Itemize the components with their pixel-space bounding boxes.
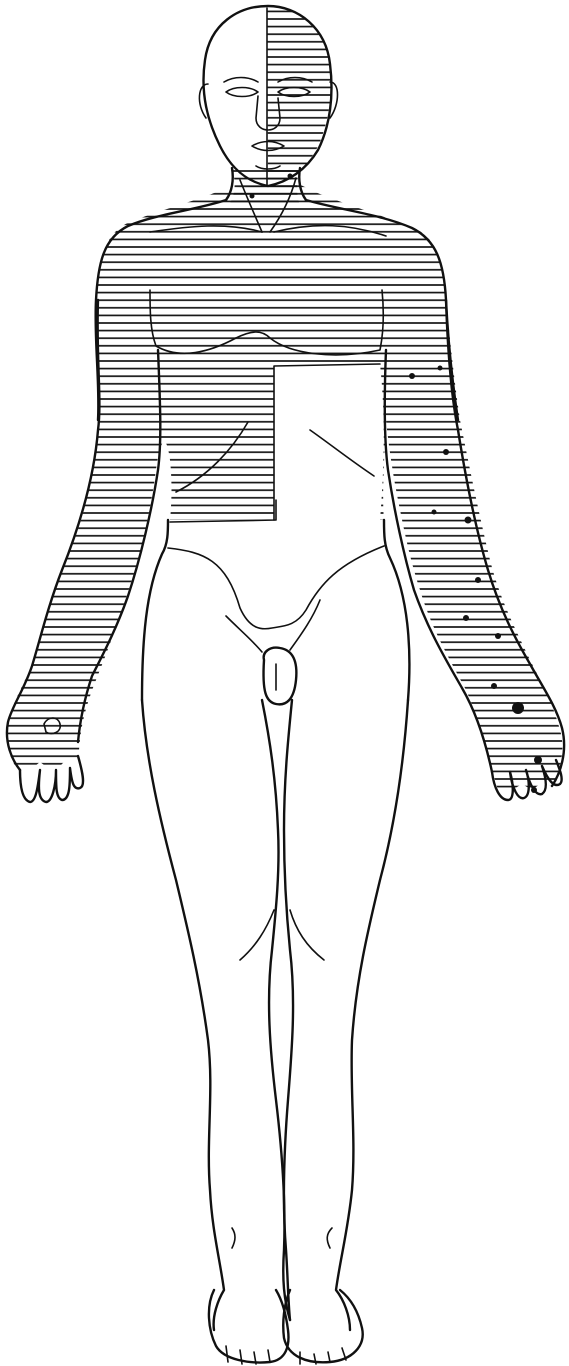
lesion-spot: [463, 615, 469, 621]
inguinal-right: [290, 600, 320, 650]
abdomen-window: [274, 364, 384, 520]
lesion-spot: [465, 517, 472, 524]
waist-right: [384, 520, 409, 700]
lesion-spot: [409, 373, 415, 379]
lesion-spot: [288, 174, 293, 179]
lesion-spot: [438, 366, 443, 371]
belt-line: [168, 546, 384, 629]
left-foot: [209, 1290, 289, 1362]
right-leg-outer: [336, 700, 408, 1330]
left-knee: [240, 910, 274, 960]
inguinal-left: [226, 616, 262, 652]
lesion-spot: [531, 787, 537, 793]
right-ankle: [327, 1228, 332, 1248]
lesion-spot: [512, 702, 524, 714]
left-eyebrow: [224, 78, 258, 83]
right-leg-inner: [284, 700, 293, 1320]
lesion-spot: [475, 577, 481, 583]
waist-left: [142, 520, 168, 700]
lesion-spot: [443, 449, 449, 455]
right-knee: [290, 910, 324, 960]
lesion-spot: [491, 683, 497, 689]
left-ankle: [232, 1228, 235, 1248]
lesion-spot: [534, 756, 542, 764]
lesion-spot: [250, 194, 255, 199]
lesion-spot: [432, 510, 437, 515]
left-leg-outer: [142, 700, 224, 1330]
genitals: [264, 648, 297, 705]
lesion-spot: [495, 633, 501, 639]
left-eye: [226, 88, 258, 97]
